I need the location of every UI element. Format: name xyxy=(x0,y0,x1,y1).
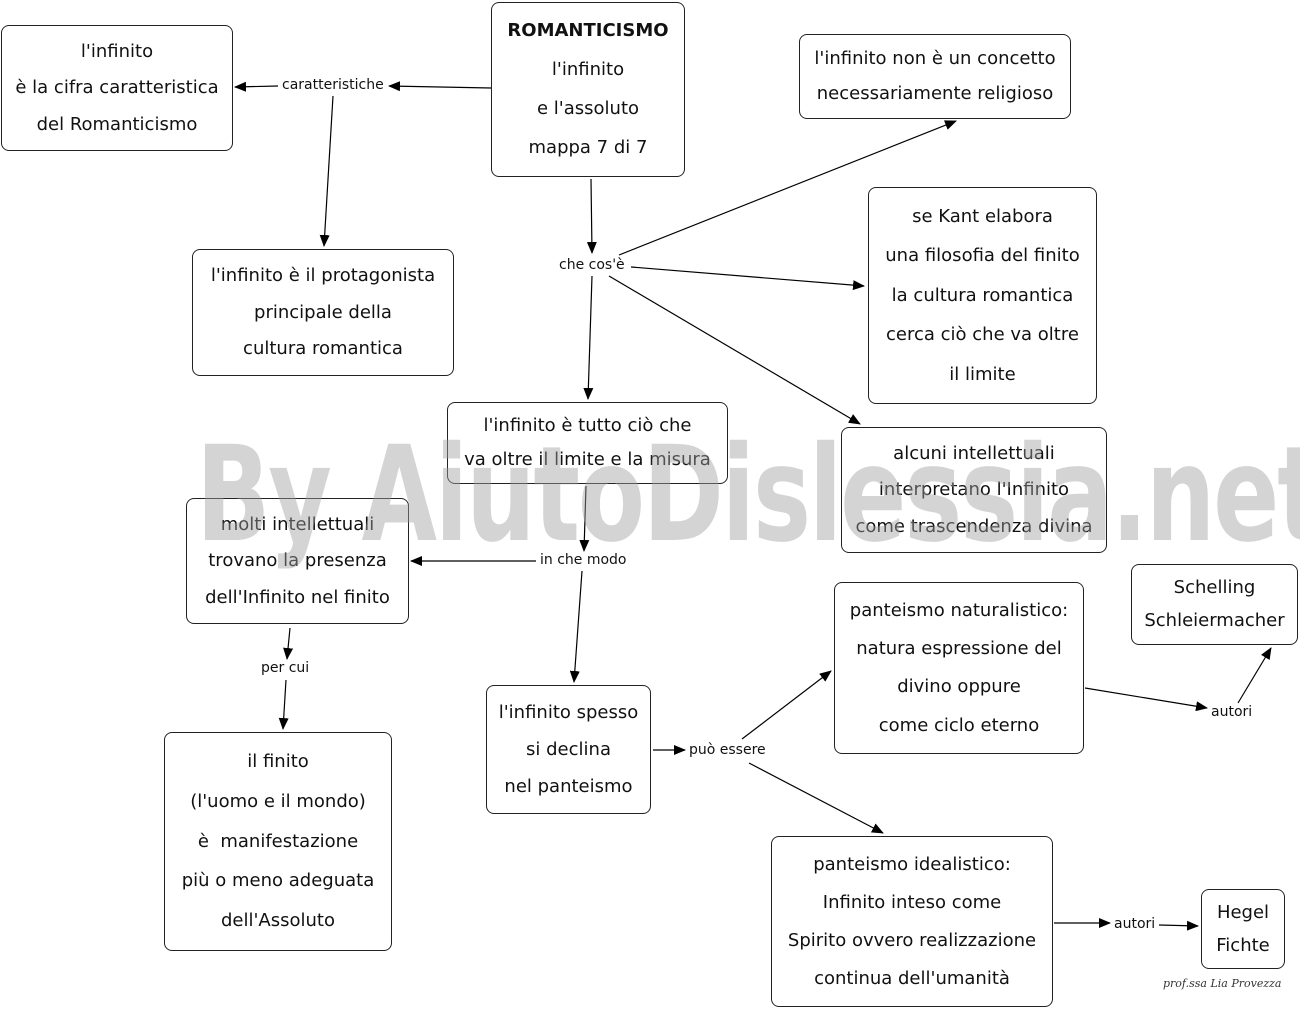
node-text-line: una filosofia del finito xyxy=(885,245,1080,267)
link-label-caratteristiche: caratteristiche xyxy=(279,77,387,93)
node-text-line: la cultura romantica xyxy=(891,284,1074,306)
trascendenza-node: alcuni intellettuali interpretano l'Infin… xyxy=(841,427,1107,553)
node-text-line: come trascendenza divina xyxy=(855,515,1093,537)
connector xyxy=(748,762,884,834)
node-text-line: più o meno adeguata xyxy=(181,870,375,892)
connector xyxy=(234,81,279,92)
connector xyxy=(579,485,590,552)
node-text-line: cultura romantica xyxy=(243,338,403,360)
connector xyxy=(283,627,294,660)
node-text-line: va oltre il limite e la misura xyxy=(464,449,711,471)
infinito-protagonista-node: l'infinito è il protagonista principale d… xyxy=(192,249,454,376)
node-text-line: necessariamente religioso xyxy=(816,83,1054,105)
panteismo-node: l'infinito spesso si declina nel panteismo xyxy=(486,685,651,814)
node-text-line: del Romanticismo xyxy=(36,113,198,135)
node-text-line: divino oppure xyxy=(897,676,1021,698)
link-label-in-che-modo: in che modo xyxy=(537,552,630,568)
connector xyxy=(608,275,861,425)
node-text-line: natura espressione del xyxy=(856,638,1062,660)
non-religioso-node: l'infinito non è un concetto necessariame… xyxy=(799,34,1071,119)
node-text-line: Hegel xyxy=(1216,901,1270,923)
connector xyxy=(630,266,865,291)
link-label-autori-naturalistico: autori xyxy=(1208,704,1256,720)
author-signature: prof.ssa Lia Provezza xyxy=(1163,977,1282,990)
connector xyxy=(741,670,832,740)
node-text-line: Schelling xyxy=(1173,576,1256,598)
node-text-line: panteismo idealistico: xyxy=(813,853,1011,875)
kant-node: se Kant elabora una filosofia del finito l… xyxy=(868,187,1097,404)
node-text-line: Fichte xyxy=(1216,934,1270,956)
node-text-line: se Kant elabora xyxy=(912,205,1053,227)
node-text-line: cerca ciò che va oltre xyxy=(886,324,1079,346)
connector xyxy=(1237,647,1272,704)
node-text-line: l'infinito è il protagonista xyxy=(210,265,436,287)
connector xyxy=(569,570,583,683)
link-label-puo-essere: può essere xyxy=(686,742,769,758)
idealistico-node: panteismo idealistico: Infinito inteso co… xyxy=(771,836,1053,1007)
node-text-line: principale della xyxy=(254,301,392,323)
connector xyxy=(1158,920,1199,931)
naturalistico-node: panteismo naturalistico: natura espressio… xyxy=(834,582,1084,754)
finito-node: il finito (l'uomo e il mondo) è manifestaz… xyxy=(164,732,392,951)
node-text-line: continua dell'umanità xyxy=(814,967,1010,989)
node-text-line: l'infinito xyxy=(551,59,625,81)
node-text-line: come ciclo eterno xyxy=(878,714,1040,736)
connector xyxy=(278,679,289,730)
node-text-line: il finito xyxy=(247,751,309,773)
node-text-line: è manifestazione xyxy=(197,830,359,852)
connector xyxy=(618,120,957,256)
node-text-line: alcuni intellettuali xyxy=(893,442,1055,464)
node-text-line: panteismo naturalistico: xyxy=(849,599,1069,621)
link-label-autori-idealistico: autori xyxy=(1111,916,1159,932)
connector xyxy=(1084,687,1208,712)
tutto-cio-node: l'infinito è tutto ciò che va oltre il li… xyxy=(447,402,728,484)
node-text-line: l'infinito xyxy=(80,40,154,62)
node-text-line: l'infinito non è un concetto xyxy=(814,48,1056,70)
connector xyxy=(583,275,594,400)
node-text-line: Schleiermacher xyxy=(1144,610,1285,632)
node-text-line: trovano la presenza xyxy=(208,550,387,572)
connector xyxy=(319,95,334,247)
node-text-line: Infinito inteso come xyxy=(822,891,1002,913)
node-text-line: nel panteismo xyxy=(504,775,633,797)
node-text-line: Spirito ovvero realizzazione xyxy=(787,929,1037,951)
node-text-line: dell'Infinito nel finito xyxy=(205,586,390,608)
node-text-line: è la cifra caratteristica xyxy=(15,77,219,99)
node-heading: ROMANTICISMO xyxy=(507,20,669,42)
node-text-line: molti intellettuali xyxy=(220,513,375,535)
connector xyxy=(586,178,597,254)
connector xyxy=(388,81,492,92)
link-label-per-cui: per cui xyxy=(258,660,313,676)
node-text-line: interpretano l'Infinito xyxy=(878,479,1070,501)
link-label-che-cose: che cos'è xyxy=(556,257,628,273)
node-text-line: (l'uomo e il mondo) xyxy=(190,790,366,812)
title-node: ROMANTICISMO l'infinito e l'assoluto mappa … xyxy=(491,2,685,177)
node-text-line: il limite xyxy=(949,363,1016,385)
node-text-line: l'infinito spesso xyxy=(498,701,639,723)
node-text-line: mappa 7 di 7 xyxy=(528,137,648,159)
node-text-line: l'infinito è tutto ciò che xyxy=(483,415,692,437)
node-text-line: dell'Assoluto xyxy=(220,910,335,932)
node-text-line: e l'assoluto xyxy=(536,98,640,120)
node-text-line: si declina xyxy=(526,738,611,760)
molti-intellettuali-node: molti intellettuali trovano la presenza de… xyxy=(186,498,409,624)
infinito-cifra-node: l'infinito è la cifra caratteristica del R… xyxy=(1,25,233,151)
